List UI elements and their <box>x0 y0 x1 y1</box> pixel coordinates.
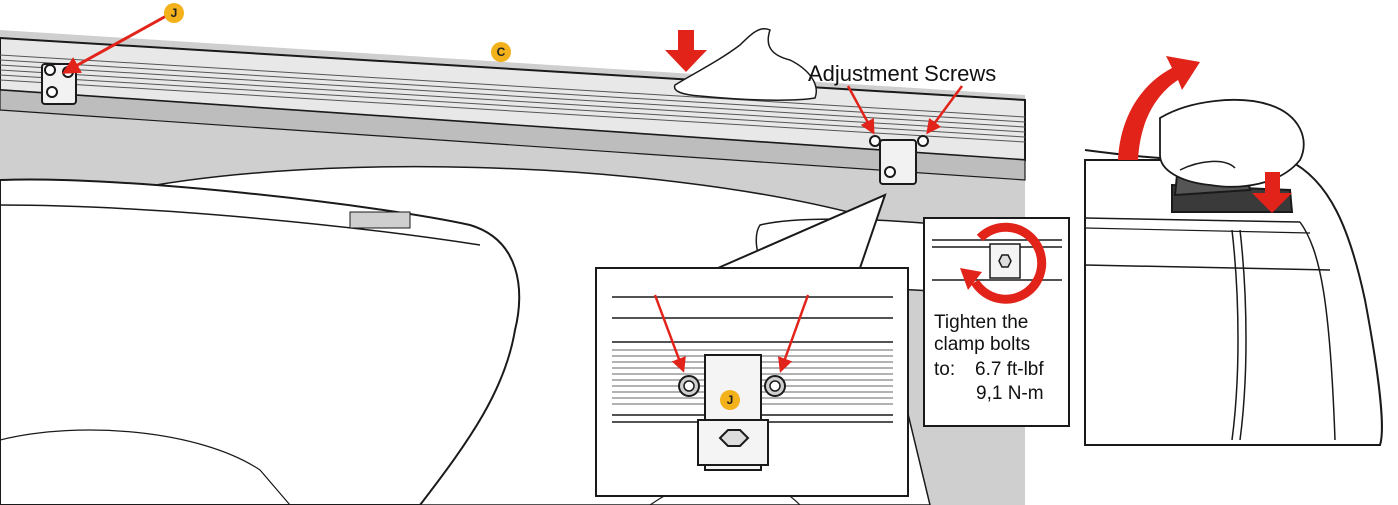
clockwise-rotation-icon <box>971 222 1047 304</box>
callout-j-inset-badge: J <box>720 390 740 410</box>
callout-j-badge: J <box>164 3 184 23</box>
torque-value-imperial: 6.7 ft-lbf <box>975 359 1044 380</box>
press-down-arrow-icon <box>665 30 707 72</box>
arrow-adjust-screw-left <box>846 85 875 135</box>
clamp-j-left <box>41 63 77 105</box>
hand-pressing-bar <box>673 28 817 101</box>
clamp-j-right <box>869 135 929 185</box>
torque-value-metric: 9,1 N-m <box>976 383 1044 404</box>
push-down-arrow-icon <box>1252 172 1292 213</box>
torque-instruction-line3: to: <box>934 359 956 380</box>
arrow-to-clamp-j <box>61 13 169 74</box>
tower-lever-panel <box>1084 99 1383 446</box>
arrow-adjust-screw-right <box>926 85 964 135</box>
callout-c-badge: C <box>491 42 511 62</box>
curved-red-arrow-icon <box>1118 56 1200 160</box>
clamp-detail-inset <box>595 267 909 497</box>
torque-instruction-line2: clamp bolts <box>934 334 1031 355</box>
torque-instruction-line1: Tighten the <box>934 312 1029 333</box>
adjustment-screws-label: Adjustment Screws <box>808 61 997 86</box>
